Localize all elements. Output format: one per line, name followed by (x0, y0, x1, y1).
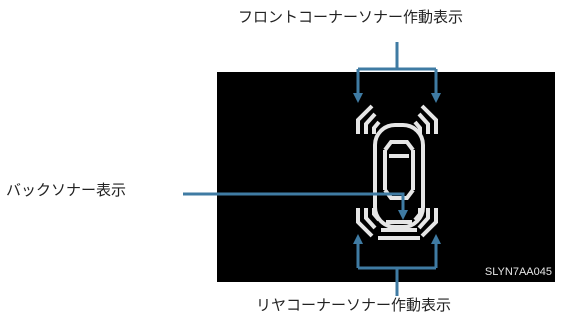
rear-left-sonar-icon (356, 208, 381, 238)
front-left-sonar-icon (356, 104, 381, 134)
front-callout-line (356, 42, 438, 95)
back-sonar-label: バックソナー表示 (6, 181, 127, 199)
image-code-label: SLYN7AA045 (484, 266, 552, 278)
rear-corner-sonar-label: リヤコーナーソナー作動表示 (256, 296, 452, 314)
callout-arrowheads (353, 93, 441, 244)
rear-callout-line (356, 242, 438, 296)
front-left-arrowhead (353, 93, 363, 103)
rear-center-sonar-icon (378, 220, 420, 240)
sonar-display-panel: SLYN7AA045 (217, 72, 555, 282)
rear-right-arrowhead (431, 234, 441, 244)
front-corner-sonar-label: フロントコーナーソナー作動表示 (238, 8, 464, 26)
rear-left-arrowhead (353, 234, 363, 244)
back-arrowhead (398, 210, 408, 220)
sonar-display-graphic (356, 104, 438, 240)
car-top-view-icon (373, 123, 425, 229)
front-right-arrowhead (431, 93, 441, 103)
back-callout-line (183, 192, 405, 213)
rear-right-sonar-icon (413, 208, 438, 238)
